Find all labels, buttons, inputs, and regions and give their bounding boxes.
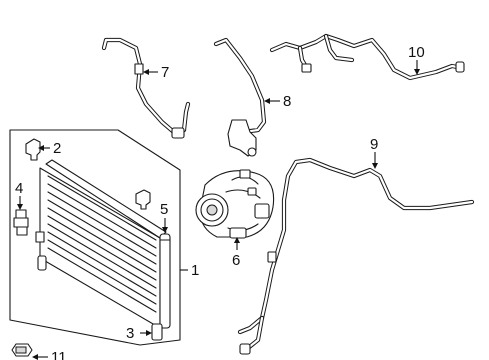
arrow-11	[32, 354, 38, 360]
arrow-4	[17, 204, 23, 210]
callout-7: 7	[161, 64, 169, 81]
arrow-3	[146, 330, 152, 336]
arrow-5	[162, 227, 168, 233]
arrow-2	[38, 145, 44, 151]
hose-10	[269, 33, 465, 81]
condenser-group-outline	[9, 129, 181, 346]
callout-6: 6	[232, 252, 240, 269]
hose-8	[213, 37, 267, 157]
callout-9: 9	[370, 136, 378, 153]
bracket-upper	[25, 138, 41, 161]
callout-4: 4	[15, 180, 23, 197]
callout-3: 3	[126, 325, 134, 342]
bracket-stack-4	[13, 209, 29, 236]
callout-10: 10	[408, 44, 425, 61]
bracket-mid	[135, 189, 151, 210]
callout-1: 1	[191, 262, 199, 279]
compressor	[195, 169, 275, 239]
arrow-10	[414, 69, 420, 75]
tube-9	[237, 157, 475, 355]
callout-5: 5	[160, 201, 168, 218]
arrow-7	[143, 69, 149, 75]
arrow-9	[372, 163, 378, 169]
bracket-lower-left	[35, 231, 47, 271]
callout-8: 8	[283, 93, 291, 110]
hose-7	[101, 37, 191, 139]
arrow-8	[264, 98, 270, 104]
arrow-6	[234, 237, 240, 243]
drier-3	[151, 323, 163, 341]
condenser	[39, 159, 171, 329]
callout-2: 2	[53, 140, 61, 157]
clip-11	[11, 343, 33, 357]
callout-11: 11	[51, 349, 67, 360]
